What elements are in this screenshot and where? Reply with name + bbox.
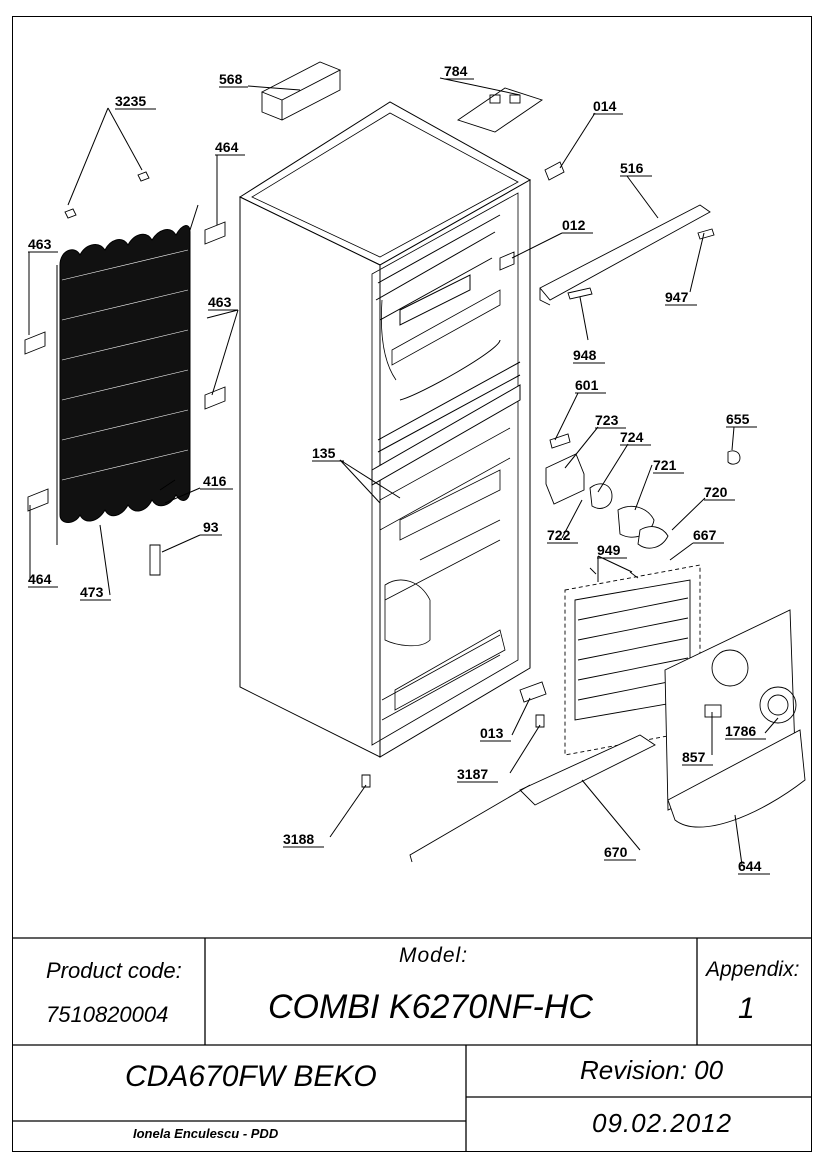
label-1786: 1786	[725, 723, 756, 739]
label-723: 723	[595, 412, 619, 428]
label-516: 516	[620, 160, 644, 176]
leader-lines	[28, 77, 779, 866]
cabinet	[238, 101, 532, 758]
title-block-grid	[12, 937, 812, 1152]
label-601: 601	[575, 377, 599, 393]
label-3235: 3235	[115, 93, 146, 109]
label-655: 655	[726, 411, 750, 427]
label-473: 473	[80, 584, 104, 600]
label-948: 948	[573, 347, 597, 363]
label-722: 722	[547, 527, 571, 543]
appendix-label: Appendix:	[706, 958, 800, 981]
label-724: 724	[620, 429, 644, 445]
product-code-label: Product code:	[46, 958, 182, 983]
model: COMBI K6270NF-HC	[268, 988, 593, 1026]
label-3188: 3188	[283, 831, 314, 847]
label-012: 012	[562, 217, 586, 233]
condenser	[56, 204, 199, 545]
label-857: 857	[682, 749, 706, 765]
label-014: 014	[593, 98, 617, 114]
date: 09.02.2012	[592, 1108, 733, 1138]
revision: Revision: 00	[580, 1055, 724, 1085]
drawing-frame	[12, 16, 812, 1152]
label-720: 720	[704, 484, 728, 500]
product-code: 7510820004	[46, 1002, 169, 1027]
label-947: 947	[665, 289, 689, 305]
label-644: 644	[738, 858, 762, 874]
label-670: 670	[604, 844, 628, 860]
label-463-mid: 463	[208, 294, 232, 310]
label-667: 667	[693, 527, 717, 543]
label-463-left: 463	[28, 236, 52, 252]
label-464-bottom: 464	[28, 571, 52, 587]
label-568: 568	[219, 71, 243, 87]
label-3187: 3187	[457, 766, 488, 782]
model-label: Model:	[399, 944, 469, 967]
small-parts	[24, 61, 741, 788]
drain-tray	[409, 734, 656, 863]
part-labels: 568 784 3235 014 464 516 012 463 463 947…	[28, 63, 770, 875]
author: Ionela Enculescu - PDD	[133, 1126, 279, 1141]
appendix: 1	[738, 992, 755, 1025]
label-013: 013	[480, 725, 504, 741]
label-949: 949	[597, 542, 621, 558]
label-721: 721	[653, 457, 677, 473]
label-464-top: 464	[215, 139, 239, 155]
product-name: CDA670FW BEKO	[125, 1060, 377, 1093]
label-93: 93	[203, 519, 219, 535]
rear-cover	[664, 609, 806, 828]
label-416: 416	[203, 473, 227, 489]
label-784: 784	[444, 63, 468, 79]
label-135: 135	[312, 445, 336, 461]
